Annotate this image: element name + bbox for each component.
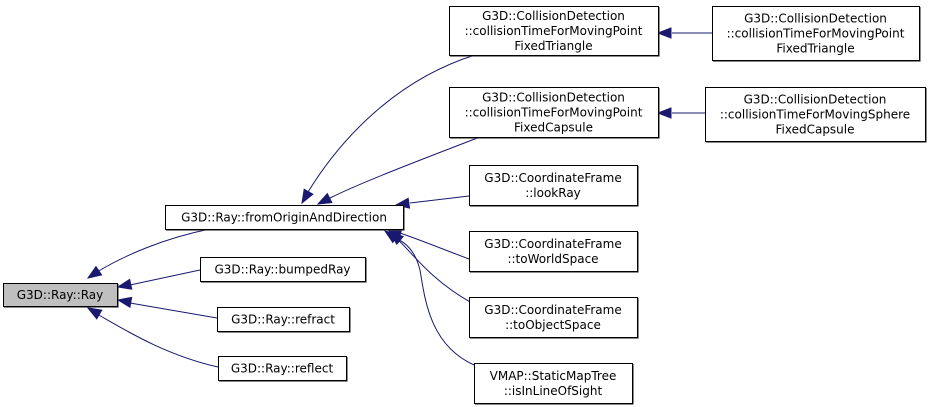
node-label-line: ::collisionTimeForMovingPoint [465,24,643,38]
node-ctfmpFixedCapsule[interactable]: G3D::CollisionDetection::collisionTimeFo… [449,87,660,139]
node-label-line: G3D::CollisionDetection [482,9,625,23]
edge-line [96,313,219,368]
node-label-line: VMAP::StaticMapTree [490,369,617,383]
node-label-line: G3D::CollisionDetection [744,93,887,107]
arrowhead-icon [656,27,672,39]
edge-line [96,228,211,273]
node-label-line: G3D::Ray::Ray [17,288,104,302]
edge-lookRay-to-fromOriginAndDirection [394,195,470,209]
edge-line [409,195,470,204]
edge-bumpedRay-to-ray [116,269,201,290]
edge-line [129,302,218,319]
node-label-line: G3D::CoordinateFrame [484,171,621,185]
node-label-line: G3D::CollisionDetection [744,12,887,26]
node-ctfmpFixedTriangle2[interactable]: G3D::CollisionDetection::collisionTimeFo… [712,6,921,62]
node-ray: G3D::Ray::Ray [3,283,119,308]
node-isInLineOfSight[interactable]: VMAP::StaticMapTree::isInLineOfSight [474,363,634,405]
node-label-line: ::collisionTimeForMovingPoint [727,27,905,41]
node-label-line: ::collisionTimeForMovingSphere [720,108,910,122]
arrowhead-icon [116,278,133,290]
node-box[interactable] [200,257,366,282]
edge-line [397,239,473,304]
edge-line [399,232,470,260]
node-label-line: G3D::Ray::bumpedRay [214,263,350,277]
node-box[interactable] [449,87,659,138]
node-ctfmsFixedCapsule[interactable]: G3D::CollisionDetection::collisionTimeFo… [705,87,927,143]
node-label-line: G3D::CollisionDetection [482,91,625,105]
edge-ctfmpFixedCapsule-to-fromOriginAndDirection [316,136,481,205]
node-label-line: ::lookRay [525,186,581,200]
node-box[interactable] [712,6,920,61]
edges-layer [86,27,712,368]
node-box[interactable] [217,307,350,332]
edge-line [394,237,475,366]
node-label-line: FixedTriangle [514,39,592,53]
arrowhead-icon [86,307,103,320]
node-bumpedRay[interactable]: G3D::Ray::bumpedRay [200,257,367,283]
node-label-line: FixedTriangle [776,42,854,56]
node-box[interactable] [218,356,347,381]
edge-line [129,269,201,286]
edge-toObjectSpace-to-fromOriginAndDirection [388,231,473,304]
node-refract[interactable]: G3D::Ray::refract [217,307,351,333]
edge-ctfmsFixedCapsule-to-ctfmpFixedCapsule [656,107,705,119]
node-label-line: ::toObjectSpace [505,318,601,332]
node-reflect[interactable]: G3D::Ray::reflect [218,356,348,382]
edge-ctfmpFixedTriangle-to-fromOriginAndDirection [301,54,476,205]
node-box[interactable] [474,363,633,404]
node-box[interactable] [469,231,638,272]
edge-line [329,136,481,199]
edge-fromOriginAndDirection-to-ray [86,228,211,279]
arrowhead-icon [656,107,672,119]
node-label-line: ::toWorldSpace [507,252,598,266]
arrowhead-icon [383,230,400,244]
edge-refract-to-ray [116,296,218,319]
node-box[interactable] [469,165,638,206]
edge-reflect-to-ray [86,307,219,368]
node-label-line: ::collisionTimeForMovingPoint [465,106,643,120]
node-box[interactable] [165,205,404,230]
node-label-line: G3D::Ray::refract [231,313,335,327]
node-box[interactable] [469,297,638,338]
node-label-line: ::isInLineOfSight [504,384,603,398]
node-fromOriginAndDirection[interactable]: G3D::Ray::fromOriginAndDirection [165,205,405,231]
node-box[interactable] [449,6,659,56]
node-toObjectSpace[interactable]: G3D::CoordinateFrame::toObjectSpace [469,297,639,339]
node-label-line: FixedCapsule [775,123,854,137]
node-ctfmpFixedTriangle[interactable]: G3D::CollisionDetection::collisionTimeFo… [449,6,660,57]
arrowhead-icon [116,296,133,308]
nodes-layer: G3D::Ray::Ray G3D::Ray::fromOriginAndDire… [3,6,927,405]
node-label-line: G3D::CoordinateFrame [484,237,621,251]
arrowhead-icon [301,188,314,205]
edge-ctfmpFixedTriangle2-to-ctfmpFixedTriangle [656,27,712,39]
edge-line [307,54,476,193]
node-label-line: G3D::Ray::reflect [231,362,334,376]
node-label-line: G3D::Ray::fromOriginAndDirection [181,211,387,225]
edge-isInLineOfSight-to-fromOriginAndDirection [383,230,475,366]
node-toWorldSpace[interactable]: G3D::CoordinateFrame::toWorldSpace [469,231,639,273]
arrowhead-icon [316,192,333,205]
node-label-line: FixedCapsule [514,121,593,135]
arrowhead-icon [86,265,103,279]
node-lookRay[interactable]: G3D::CoordinateFrame::lookRay [469,165,639,207]
focus-node-box [3,283,118,307]
node-box[interactable] [705,87,926,142]
node-label-line: G3D::CoordinateFrame [484,303,621,317]
